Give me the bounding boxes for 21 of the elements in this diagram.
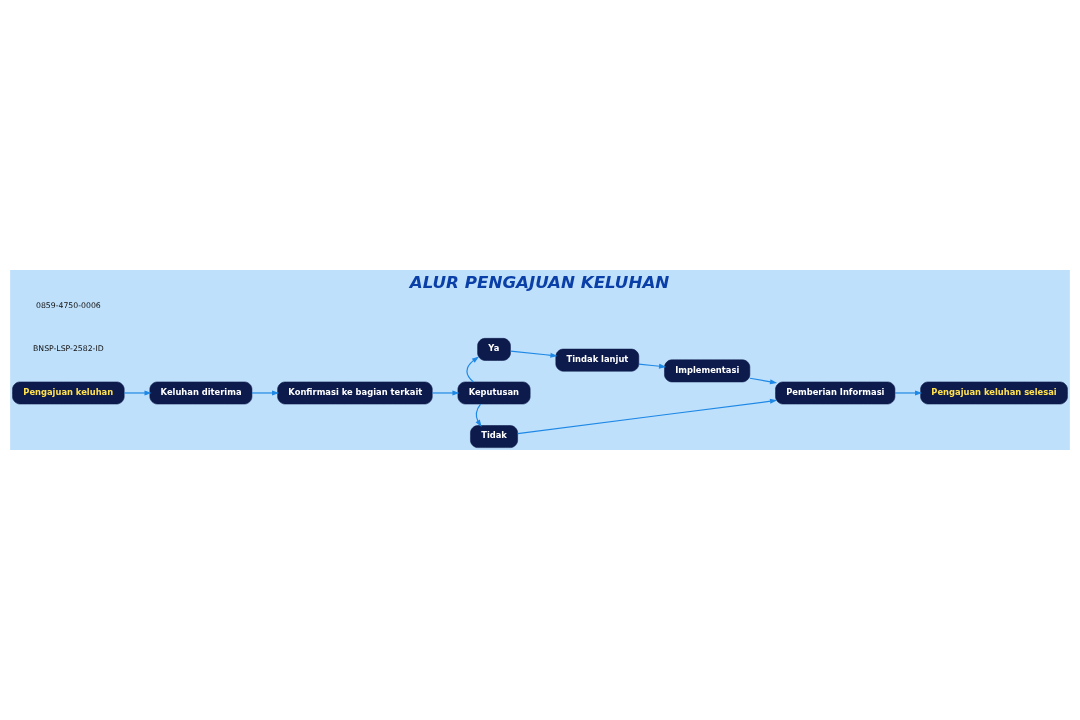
diagram-title: ALUR PENGAJUAN KELUHAN <box>409 271 670 292</box>
node-box: Pemberian Informasi <box>775 381 896 405</box>
arrow <box>517 398 778 435</box>
arrow <box>894 390 923 396</box>
arrow <box>251 390 280 396</box>
node-box: Keluhan diterima <box>149 381 253 405</box>
node-box: Pengajuan keluhan selesai <box>920 381 1068 405</box>
node-box: Tidak <box>470 425 518 448</box>
arrow <box>431 390 460 396</box>
arrow <box>749 377 778 385</box>
node-box: Pengajuan keluhan <box>12 381 125 405</box>
arrow <box>510 350 558 358</box>
arrow <box>123 390 152 396</box>
node-box: Ya <box>477 338 511 361</box>
arrow <box>466 356 480 383</box>
arrow <box>475 403 482 427</box>
node-box: Implementasi <box>664 359 751 383</box>
node-box: Konfirmasi ke bagian terkait <box>277 381 433 405</box>
node-box: Tindak lanjut <box>555 348 640 372</box>
arrow <box>638 363 667 369</box>
node-box: Keputusan <box>457 381 531 405</box>
